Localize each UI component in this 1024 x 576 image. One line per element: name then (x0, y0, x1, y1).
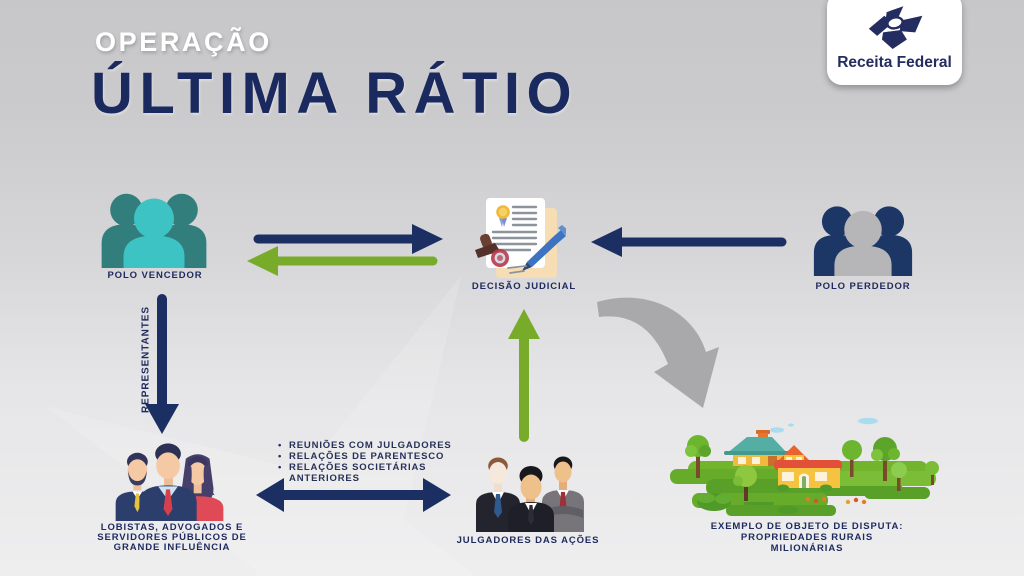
arrow-vencedor-to-decisao (253, 224, 443, 254)
bullet-item: RELAÇÕES SOCIETÁRIAS ANTERIORES (278, 462, 453, 484)
representantes-label: REPRESENTANTES (140, 306, 152, 413)
back-house-icon (724, 430, 790, 466)
bush-icon (697, 493, 798, 514)
lobistas-icon (115, 443, 224, 521)
flowers (744, 496, 867, 505)
objeto-disputa-label: EXEMPLO DE OBJETO DE DISPUTA: PROPRIEDAD… (710, 521, 904, 554)
lobista-center (139, 443, 197, 521)
receita-federal-logo-text: Receita Federal (837, 54, 952, 71)
polo-vencedor-label: POLO VENCEDOR (107, 270, 203, 281)
julgador-left (476, 457, 520, 532)
arrow-perdedor-to-decisao (591, 227, 787, 257)
arrow-decisao-to-vencedor (247, 246, 438, 276)
bullet-list: REUNIÕES COM JULGADORES RELAÇÕES DE PARE… (277, 440, 453, 484)
polo-perdedor-label: POLO PERDEDOR (815, 281, 911, 292)
arrow-julgadores-to-decisao (508, 309, 540, 442)
cloud-icon (770, 417, 878, 433)
front-house-icon (774, 445, 842, 492)
title-kicker: OPERAÇÃO (95, 27, 272, 57)
decisao-judicial-label: DECISÃO JUDICIAL (471, 281, 577, 292)
arrow-lobistas-julgadores (256, 478, 451, 512)
page-title: ÚLTIMA RÁTIO (91, 61, 579, 126)
arrow-decisao-to-propriedades (597, 297, 719, 408)
bullet-item: RELAÇÕES DE PARENTESCO (278, 451, 453, 462)
arrow-vencedor-to-lobistas (145, 294, 179, 434)
polo-perdedor-icon (813, 206, 913, 276)
medal-icon (496, 205, 510, 227)
receita-federal-logo-card: Receita Federal (827, 0, 962, 85)
julgadores-icon (476, 456, 584, 532)
tree-icon (685, 435, 939, 501)
bullet-item: REUNIÕES COM JULGADORES (278, 440, 453, 451)
decisao-judicial-icon (475, 198, 566, 278)
receita-federal-logo-icon (868, 6, 922, 49)
julgadores-label: JULGADORES DAS AÇÕES (456, 535, 600, 546)
julgador-center (508, 466, 554, 532)
lobistas-label: LOBISTAS, ADVOGADOS E SERVIDORES PÚBLICO… (97, 522, 247, 553)
polo-vencedor-icon (101, 193, 207, 268)
propriedades-rurais-icon (670, 417, 939, 516)
pen-icon (522, 225, 566, 271)
stamp-icon (475, 233, 509, 267)
